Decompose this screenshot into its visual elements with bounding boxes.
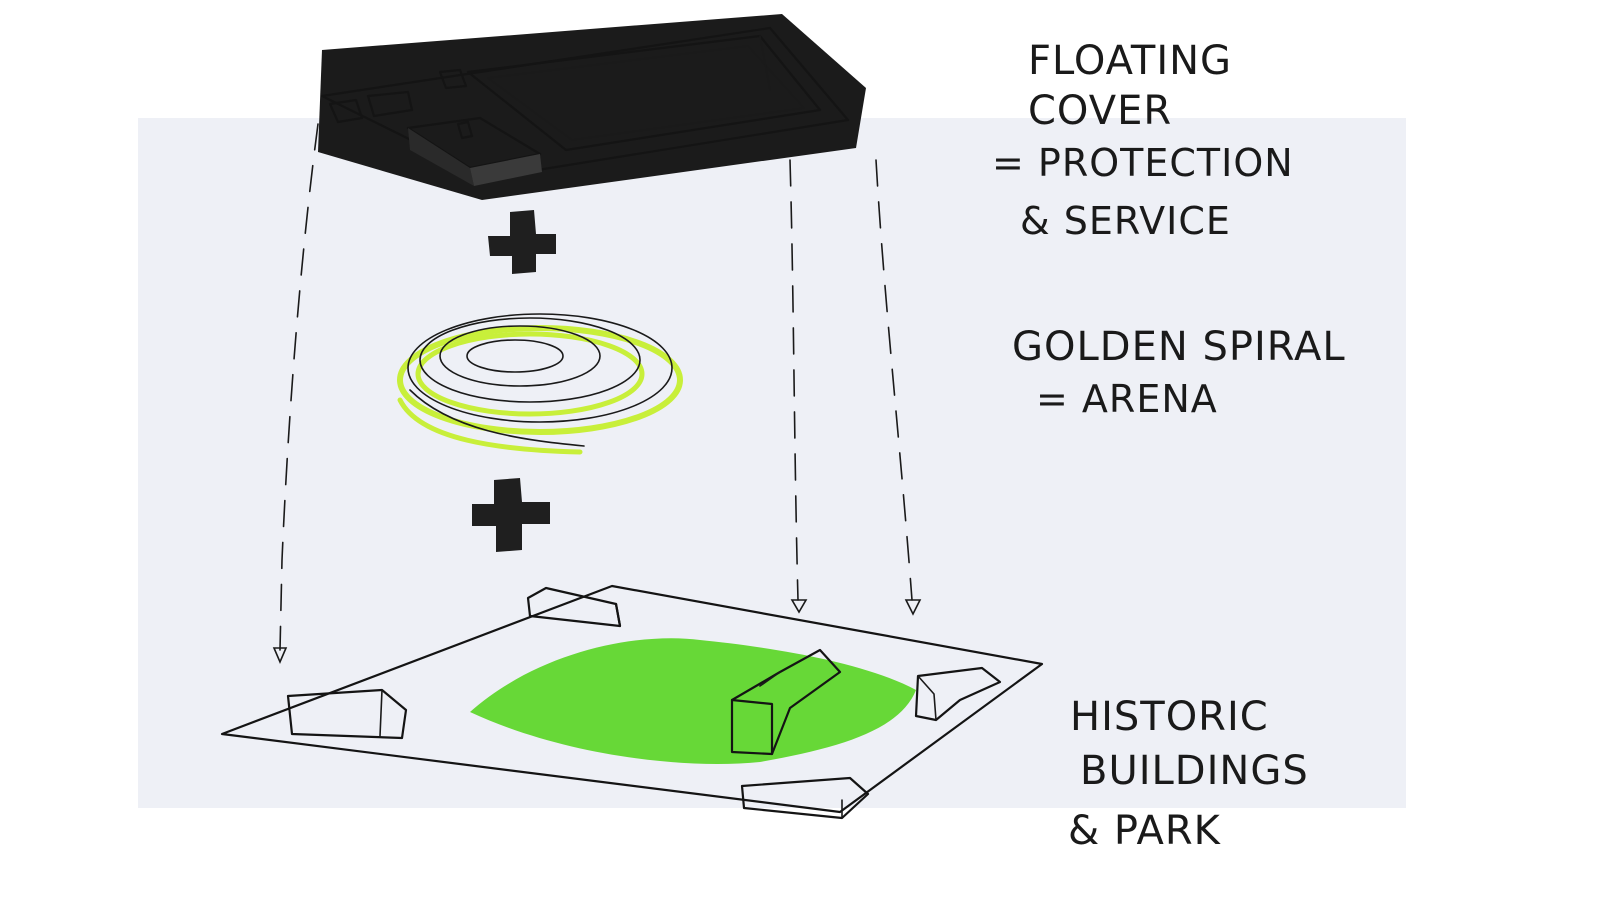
golden-spiral-drawing — [397, 313, 683, 455]
cover-label-line4: & SERVICE — [1020, 199, 1231, 243]
base-label-line1: HISTORIC — [1070, 694, 1269, 740]
spiral-label: GOLDEN SPIRAL = ARENA — [1012, 324, 1346, 421]
floating-cover-drawing — [318, 14, 866, 200]
spiral-label-line2: = ARENA — [1036, 377, 1218, 421]
projection-lines — [272, 123, 922, 665]
plus-icon — [488, 210, 556, 274]
spiral-label-line1: GOLDEN SPIRAL — [1012, 324, 1346, 370]
plus-icon — [472, 478, 550, 552]
base-label-line3: & PARK — [1068, 808, 1222, 854]
cover-label-line1: FLOATING — [1028, 38, 1232, 84]
cover-label-line3: = PROTECTION — [992, 141, 1294, 185]
base-label-line2: BUILDINGS — [1080, 748, 1309, 794]
base-label: HISTORIC BUILDINGS & PARK — [1068, 694, 1309, 854]
cover-label: FLOATING COVER = PROTECTION & SERVICE — [992, 38, 1294, 243]
cover-label-line2: COVER — [1028, 88, 1172, 134]
site-plan-drawing — [220, 584, 1044, 820]
